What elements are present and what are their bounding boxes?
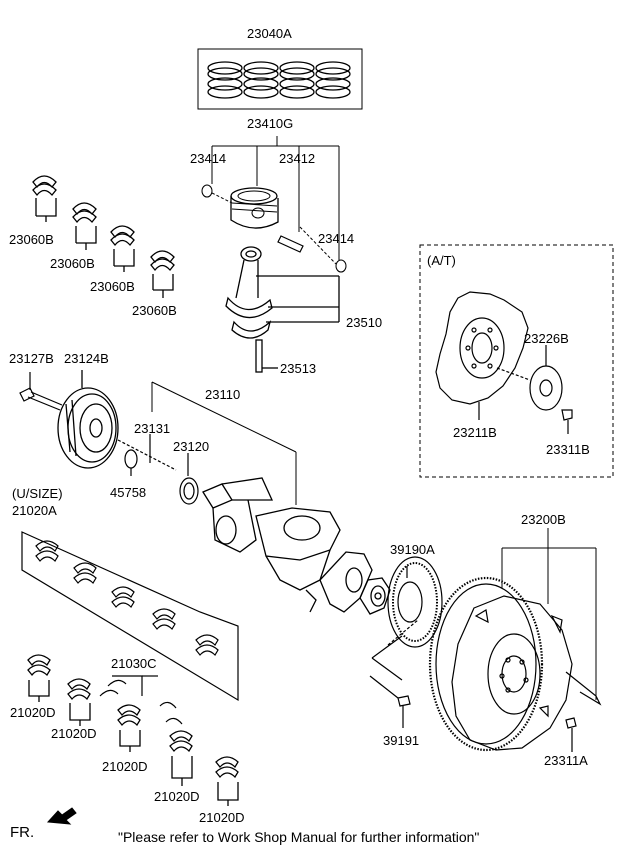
part-label-23124b: 23124B xyxy=(64,351,109,366)
piston-icon xyxy=(201,184,347,273)
part-label-21020d-2: 21020D xyxy=(51,726,97,741)
at-section-label: (A/T) xyxy=(427,253,456,268)
part-label-21030c: 21030C xyxy=(111,656,157,671)
part-label-23311b: 23311B xyxy=(546,442,590,457)
piston-leader-lines xyxy=(211,136,340,265)
drive-plate-icon xyxy=(435,291,529,420)
crank-pulley-icon xyxy=(57,370,119,469)
lower-bearing-shells-icon xyxy=(27,654,239,806)
crankshaft-icon xyxy=(202,477,391,615)
part-label-23200b: 23200B xyxy=(521,512,566,527)
part-label-23510: 23510 xyxy=(346,315,383,330)
part-label-23226b: 23226B xyxy=(524,331,569,346)
part-label-21020d-4: 21020D xyxy=(154,789,200,804)
part-label-21020d-5: 21020D xyxy=(199,810,245,825)
front-arrow-icon xyxy=(46,807,77,825)
upper-bearing-shells-icon xyxy=(32,175,175,298)
part-label-45758: 45758 xyxy=(110,485,147,500)
part-label-23131: 23131 xyxy=(134,421,171,436)
flywheel-leader xyxy=(501,528,597,700)
crankshaft-leader xyxy=(151,381,297,505)
part-label-23110: 23110 xyxy=(205,387,241,402)
part-label-23414-bottom: 23414 xyxy=(318,231,355,246)
part-label-39190a: 39190A xyxy=(390,542,435,557)
undersize-label: (U/SIZE) xyxy=(12,486,63,501)
part-label-23412: 23412 xyxy=(279,151,316,166)
flywheel-icon xyxy=(428,576,602,752)
thrust-washer-icon xyxy=(99,675,183,725)
part-label-23040a: 23040A xyxy=(247,26,292,41)
part-label-21020d-3: 21020D xyxy=(102,759,148,774)
main-bearing-set-icon xyxy=(21,531,239,702)
part-label-23211b: 23211B xyxy=(453,425,497,440)
part-label-23060b-2: 23060B xyxy=(50,256,95,271)
part-label-23513: 23513 xyxy=(280,361,317,376)
part-label-23060b-1: 23060B xyxy=(9,232,54,247)
piston-ring-set-icon xyxy=(197,48,363,110)
ring-gear-icon xyxy=(371,556,443,681)
part-label-23127b: 23127B xyxy=(9,351,54,366)
part-label-21020a: 21020A xyxy=(12,503,57,518)
flywheel-bolt-icon xyxy=(369,675,411,728)
footnote: "Please refer to Work Shop Manual for fu… xyxy=(118,829,480,845)
crank-bolt-icon xyxy=(19,372,63,411)
part-label-23311a: 23311A xyxy=(544,753,588,768)
front-direction-label: FR. xyxy=(10,824,35,841)
adapter-plate-icon xyxy=(496,345,573,434)
part-label-23414-top: 23414 xyxy=(190,151,227,166)
part-label-39191: 39191 xyxy=(383,733,420,748)
at-drive-plate-box xyxy=(419,244,614,478)
part-label-23410g: 23410G xyxy=(247,116,294,131)
key-washer-icon xyxy=(117,434,199,505)
part-label-23060b-4: 23060B xyxy=(132,303,177,318)
part-label-23120: 23120 xyxy=(173,439,210,454)
part-label-21020d-1: 21020D xyxy=(10,705,56,720)
part-label-23060b-3: 23060B xyxy=(90,279,135,294)
connecting-rod-icon xyxy=(225,246,340,373)
